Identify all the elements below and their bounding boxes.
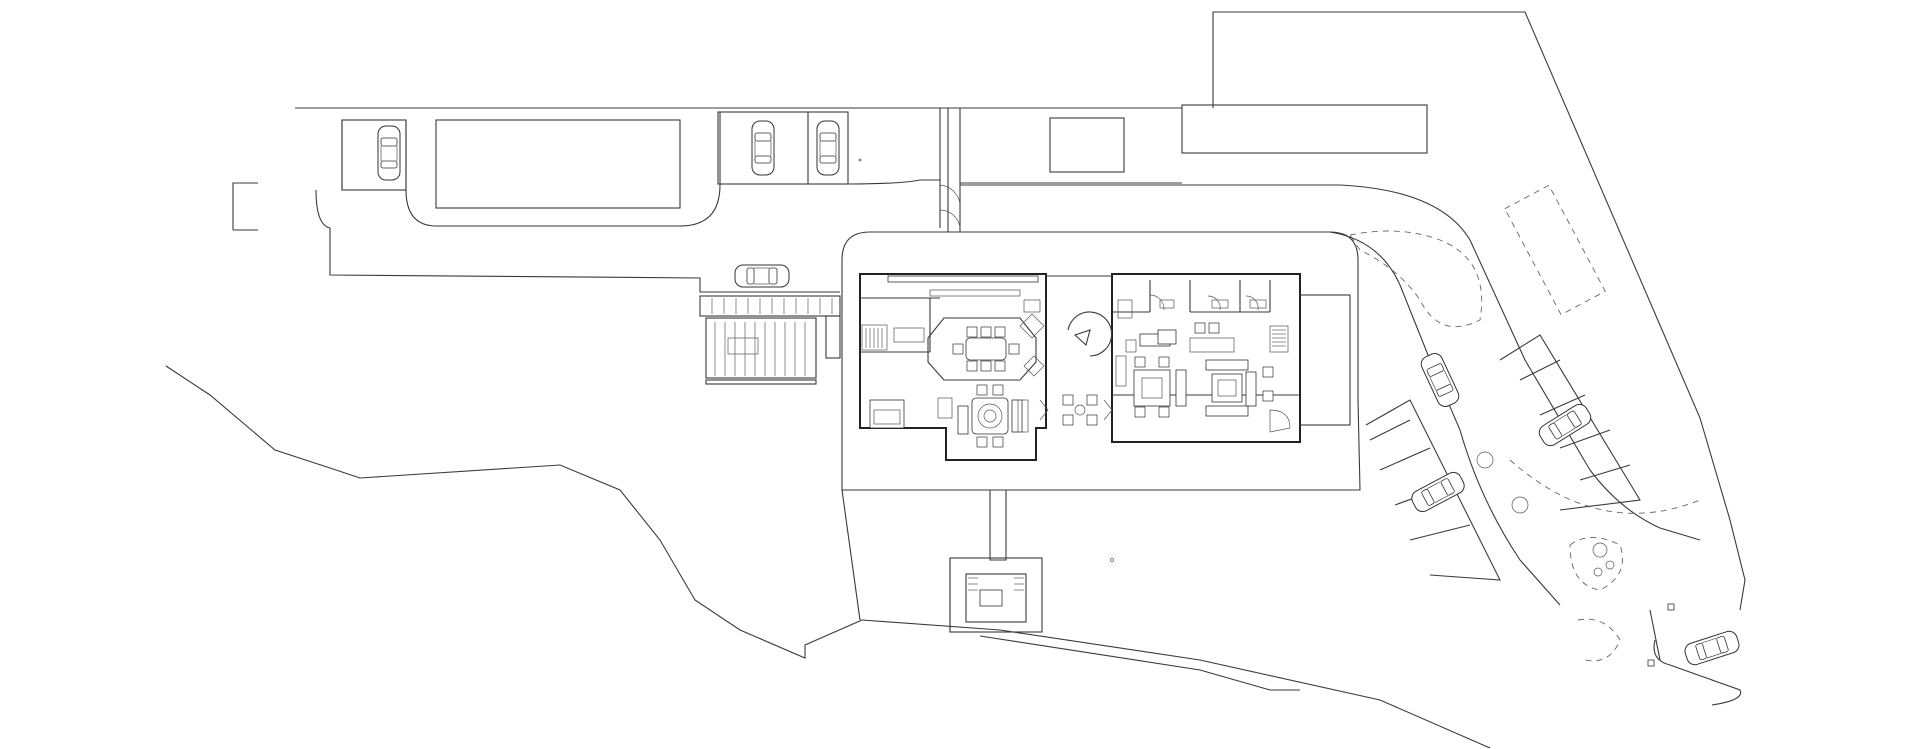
house-platform xyxy=(841,231,1361,621)
top-parking-lot xyxy=(232,107,961,293)
central-hall xyxy=(1039,311,1113,426)
northeast-site-area xyxy=(960,11,1746,611)
west-living-room xyxy=(869,384,1029,448)
site-markers xyxy=(858,158,1114,562)
parked-car xyxy=(377,120,840,181)
west-terrace xyxy=(699,264,841,385)
south-pavilion xyxy=(949,557,1043,633)
kitchen-and-dining xyxy=(861,275,1045,381)
house-walls xyxy=(859,273,1320,461)
terrain-contours xyxy=(165,365,1491,749)
east-living-room xyxy=(1115,299,1291,433)
diagonal-parking xyxy=(1365,334,1742,706)
